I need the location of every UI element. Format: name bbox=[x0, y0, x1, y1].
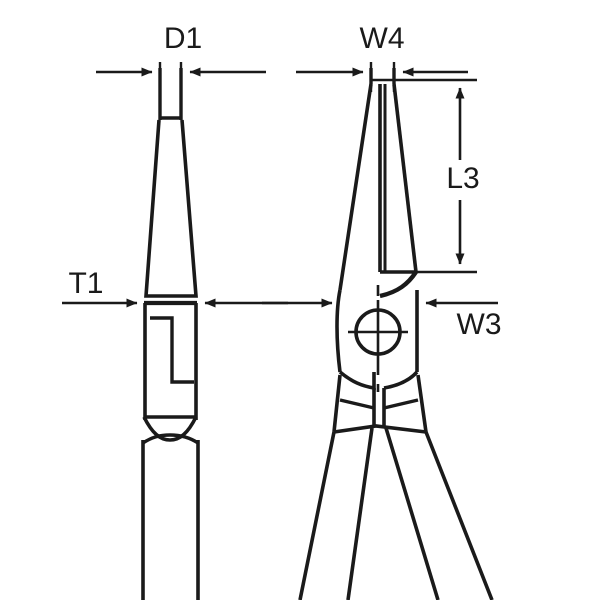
side-view-handle-shoulder bbox=[142, 416, 198, 442]
w4-extension-lines bbox=[369, 62, 396, 92]
front-view-joint-bottom-right bbox=[383, 370, 419, 390]
dimension-w3: W3 bbox=[262, 298, 502, 341]
dimension-l3: L3 bbox=[371, 78, 480, 274]
side-view-group bbox=[141, 68, 200, 600]
front-view-joint-left-side bbox=[335, 289, 342, 373]
dimension-d1: D1 bbox=[96, 22, 266, 92]
side-view-jaw-taper bbox=[144, 119, 198, 298]
d1-extension-lines bbox=[158, 62, 183, 92]
l3-label: L3 bbox=[446, 162, 479, 195]
front-view-group bbox=[298, 68, 494, 600]
side-view-head-sides bbox=[143, 303, 198, 420]
front-view-yoke-braces bbox=[339, 398, 419, 410]
d1-label: D1 bbox=[164, 22, 202, 55]
front-view-left-jaw-outer bbox=[338, 83, 373, 291]
front-view-joint-fillet bbox=[379, 270, 418, 299]
w4-label: W4 bbox=[360, 22, 405, 55]
front-view-right-handle-outer bbox=[424, 431, 494, 600]
front-view-right-jaw-outer bbox=[392, 83, 418, 273]
w3-label: W3 bbox=[457, 308, 502, 341]
side-view-handle-collar bbox=[142, 433, 199, 445]
front-view-right-shoulder bbox=[416, 374, 428, 433]
front-view-left-shoulder bbox=[332, 374, 342, 433]
front-view-joint-bottom-left bbox=[338, 370, 376, 391]
dimension-w4: W4 bbox=[296, 22, 468, 92]
side-view-notch bbox=[150, 316, 194, 384]
dimension-t1: T1 bbox=[62, 267, 288, 308]
front-view-handle-yoke bbox=[333, 424, 427, 434]
front-view-left-handle-outer bbox=[298, 431, 336, 600]
front-view-left-handle-inner bbox=[346, 427, 374, 600]
t1-label: T1 bbox=[68, 267, 103, 300]
front-view-right-handle-inner bbox=[384, 427, 440, 600]
side-view-handle-shaft bbox=[141, 440, 200, 600]
